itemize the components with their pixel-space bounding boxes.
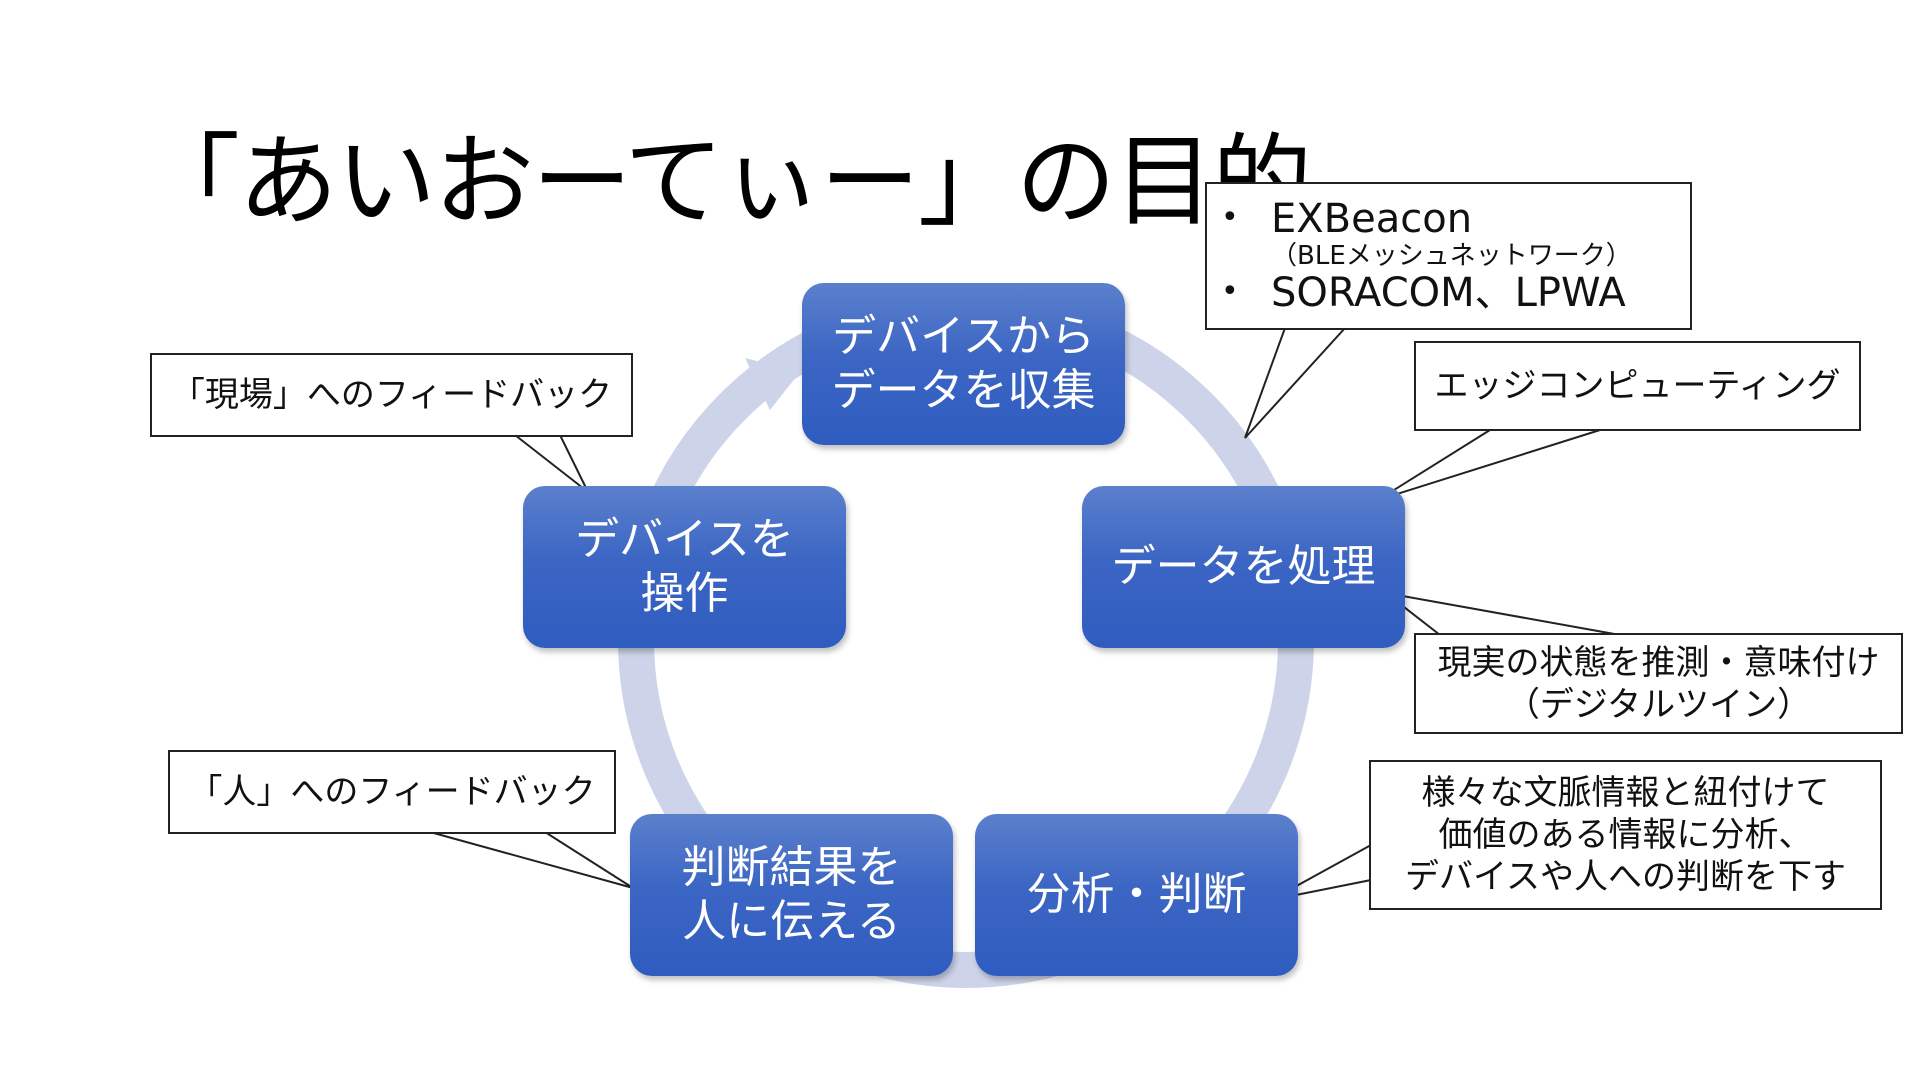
callout-text: 「人」へのフィードバック [188, 772, 596, 812]
step-collect-data: デバイスから データを収集 [802, 283, 1125, 445]
step-label: 操作 [640, 568, 729, 619]
callout-text: 現実の状態を推測・意味付け [1437, 642, 1880, 683]
callout-edge-computing: エッジコンピューティング [1414, 341, 1861, 431]
callout-text: 様々な文脈情報と紐付けて [1421, 773, 1830, 813]
step-process-data: データを処理 [1082, 486, 1405, 648]
bullet-subtext: （BLEメッシュネットワーク） [1271, 241, 1632, 271]
callout-text: 「現場」へのフィードバック [170, 375, 613, 415]
callout-context-analysis: 様々な文脈情報と紐付けて 価値のある情報に分析、 デバイスや人への判断を下す [1369, 760, 1882, 910]
step-label: デバイスを [575, 514, 794, 565]
bullet-text: EXBeacon [1271, 196, 1473, 242]
callout-text: エッジコンピューティング [1434, 366, 1841, 406]
callout-text: 価値のある情報に分析、 [1438, 815, 1813, 855]
cycle-arrowhead [745, 358, 800, 410]
step-analyze: 分析・判断 [975, 814, 1298, 976]
bullet-text: SORACOM、LPWA [1271, 270, 1626, 316]
step-operate-device: デバイスを 操作 [523, 486, 846, 648]
step-label: データを処理 [1111, 541, 1376, 592]
step-tell-people: 判断結果を 人に伝える [630, 814, 953, 976]
bullet-item: • EXBeacon （BLEメッシュネットワーク） [1207, 197, 1690, 271]
callout-hito-feedback: 「人」へのフィードバック [168, 750, 616, 834]
step-label: データを収集 [831, 365, 1096, 416]
pointer-hito [429, 831, 634, 889]
page-title: 「あいおーてぃー」の目的 [140, 123, 1312, 240]
bullet-icon: • [1221, 274, 1239, 309]
callout-text: （デジタルツイン） [1505, 684, 1812, 725]
pointer-twin [1385, 592, 1621, 636]
pointer-edge [1377, 429, 1601, 501]
bullet-item: • SORACOM、LPWA [1207, 271, 1690, 315]
callout-network: • EXBeacon （BLEメッシュネットワーク） • SORACOM、LPW… [1205, 182, 1692, 330]
pointer-network [1244, 327, 1348, 439]
step-label: 人に伝える [682, 896, 901, 947]
pointer-genba [512, 434, 589, 493]
callout-text: デバイスや人への判断を下す [1405, 857, 1846, 897]
bullet-icon: • [1221, 200, 1239, 235]
callout-genba-feedback: 「現場」へのフィードバック [150, 353, 633, 437]
step-label: 分析・判断 [1026, 869, 1247, 920]
step-label: デバイスから [832, 311, 1095, 362]
callout-digital-twin: 現実の状態を推測・意味付け （デジタルツイン） [1414, 633, 1903, 734]
step-label: 判断結果を [681, 842, 902, 893]
